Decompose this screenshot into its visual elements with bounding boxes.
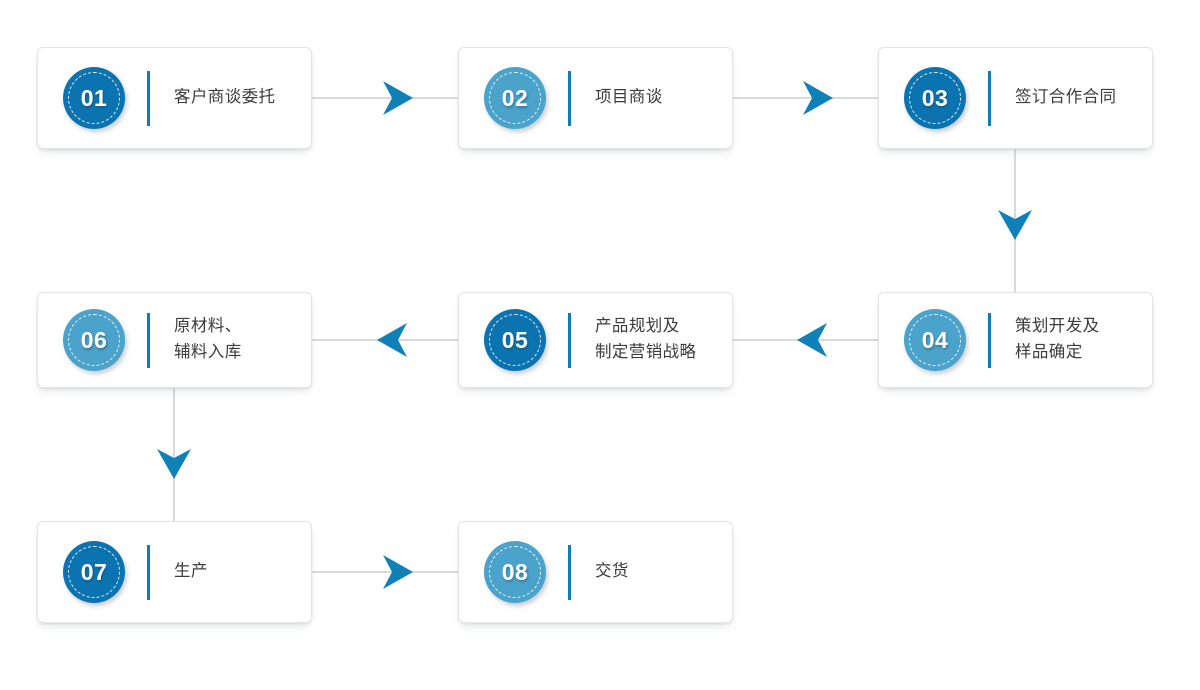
arrowhead-right-icon xyxy=(383,81,413,115)
step-label-08: 交货 xyxy=(595,562,629,581)
accent-divider-bar xyxy=(147,544,150,600)
step-number-badge-06: 06 xyxy=(63,309,125,371)
arrowhead-right-icon xyxy=(803,81,833,115)
step-number-badge-03: 03 xyxy=(904,67,966,129)
arrowhead-left-icon xyxy=(377,323,407,357)
step-number-badge-04: 04 xyxy=(904,309,966,371)
step-number-text: 06 xyxy=(80,326,108,353)
arrowhead-left-icon xyxy=(797,323,827,357)
step-number-text: 07 xyxy=(80,558,108,585)
accent-divider-bar xyxy=(568,544,571,600)
step-number-text: 01 xyxy=(80,84,108,111)
step-label-06: 原材料、 辅料入库 xyxy=(174,317,242,361)
connector-step-02-to-step-03 xyxy=(733,81,878,115)
step-label-04: 策划开发及 样品确定 xyxy=(1015,317,1100,361)
accent-divider-bar xyxy=(988,70,991,126)
arrowhead-right-icon xyxy=(383,555,413,589)
step-number-badge-01: 01 xyxy=(63,67,125,129)
step-number-text: 08 xyxy=(501,558,529,585)
step-number-text: 03 xyxy=(921,84,949,111)
step-card-03[interactable]: 03 签订合作合同 xyxy=(878,47,1153,149)
connector-step-01-to-step-02 xyxy=(312,81,458,115)
step-label-07: 生产 xyxy=(174,562,208,581)
accent-divider-bar xyxy=(988,312,991,368)
step-number-badge-07: 07 xyxy=(63,541,125,603)
step-label-03: 签订合作合同 xyxy=(1015,88,1117,107)
step-card-04[interactable]: 04 策划开发及 样品确定 xyxy=(878,292,1153,388)
step-label-01: 客户商谈委托 xyxy=(174,88,276,107)
accent-divider-bar xyxy=(147,70,150,126)
arrowhead-down-icon xyxy=(998,210,1032,240)
step-number-badge-02: 02 xyxy=(484,67,546,129)
step-number-text: 05 xyxy=(501,326,529,353)
connector-step-04-to-step-05 xyxy=(733,323,878,357)
step-label-02: 项目商谈 xyxy=(595,88,663,107)
step-card-08[interactable]: 08 交货 xyxy=(458,521,733,623)
step-card-07[interactable]: 07 生产 xyxy=(37,521,312,623)
connector-step-07-to-step-08 xyxy=(312,555,458,589)
accent-divider-bar xyxy=(568,70,571,126)
step-card-01[interactable]: 01 客户商谈委托 xyxy=(37,47,312,149)
step-number-text: 02 xyxy=(501,84,529,111)
arrowhead-down-icon xyxy=(157,449,191,479)
accent-divider-bar xyxy=(147,312,150,368)
step-number-badge-08: 08 xyxy=(484,541,546,603)
step-card-02[interactable]: 02 项目商谈 xyxy=(458,47,733,149)
step-card-05[interactable]: 05 产品规划及 制定营销战略 xyxy=(458,292,733,388)
step-number-text: 04 xyxy=(921,326,949,353)
accent-divider-bar xyxy=(568,312,571,368)
step-number-badge-05: 05 xyxy=(484,309,546,371)
step-label-05: 产品规划及 制定营销战略 xyxy=(595,317,697,361)
connector-step-03-to-step-04 xyxy=(998,149,1032,292)
connector-step-06-to-step-07 xyxy=(157,388,191,521)
connector-step-05-to-step-06 xyxy=(312,323,458,357)
step-card-06[interactable]: 06 原材料、 辅料入库 xyxy=(37,292,312,388)
